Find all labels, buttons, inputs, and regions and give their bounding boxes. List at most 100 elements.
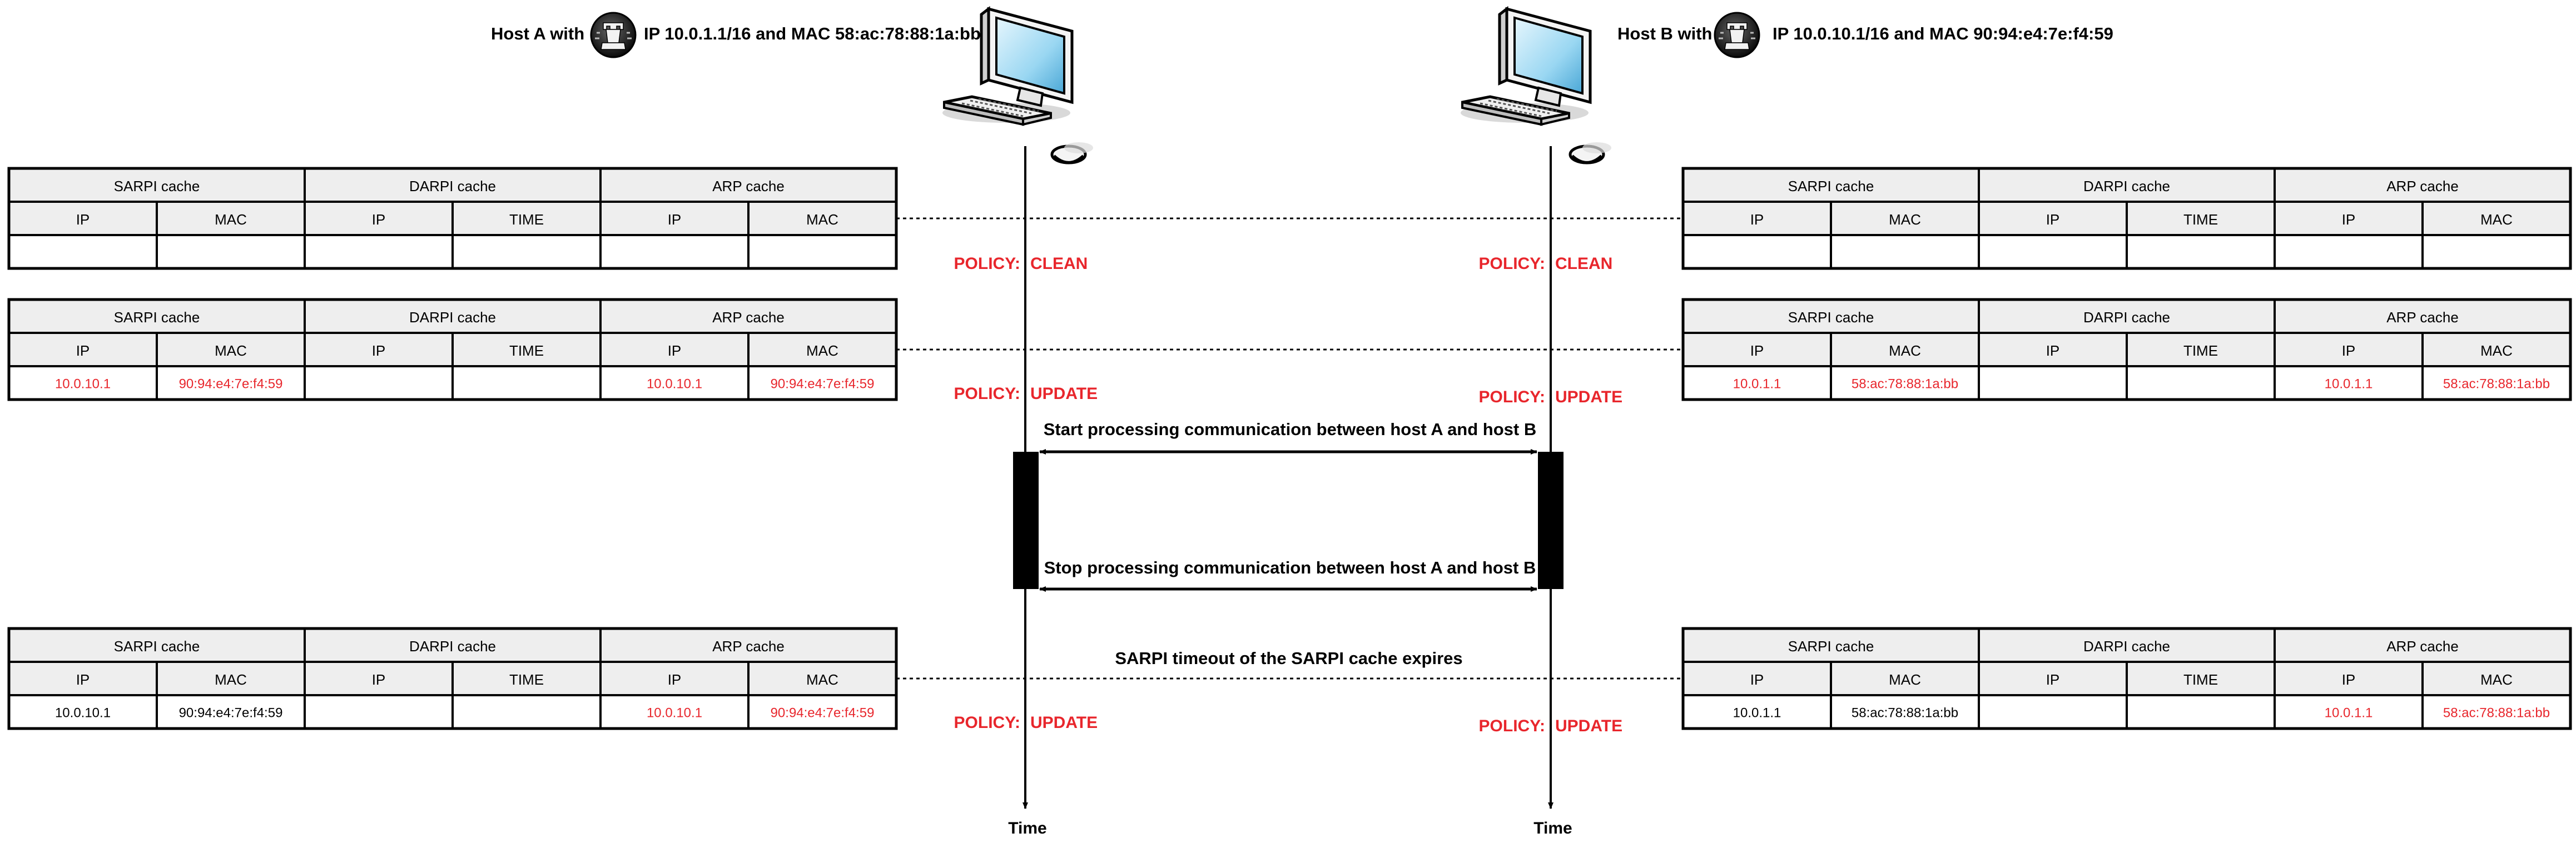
column-header-label: IP <box>76 342 90 359</box>
column-header-label: IP <box>668 211 682 228</box>
host-a-policy-3: POLICY: UPDATE <box>954 714 1098 732</box>
policy-value: UPDATE <box>1030 714 1098 732</box>
column-header-label: MAC <box>1889 211 1921 228</box>
host-a-label-suffix: IP 10.0.1.1/16 and MAC 58:ac:78:88:1a:bb <box>644 24 981 43</box>
policy-value: CLEAN <box>1555 255 1612 273</box>
policy-label: POLICY: <box>1479 255 1545 273</box>
cell-value: 58:ac:78:88:1a:bb <box>1852 377 1958 392</box>
column-header-label: IP <box>2342 211 2356 228</box>
policy-label: POLICY: <box>1479 388 1545 406</box>
group-header-label: ARP cache <box>712 638 785 655</box>
policy-label: POLICY: <box>1479 717 1545 735</box>
column-header-label: MAC <box>215 342 247 359</box>
group-header-label: ARP cache <box>712 309 785 326</box>
column-header-label: IP <box>1750 671 1764 688</box>
table-border <box>1681 627 2572 730</box>
group-header-label: DARPI cache <box>409 178 496 194</box>
column-header-label: MAC <box>2480 211 2513 228</box>
column-header-label: MAC <box>215 211 247 228</box>
column-header-label: IP <box>76 671 90 688</box>
column-header-label: TIME <box>2183 342 2218 359</box>
host-b-time-label: Time <box>1533 819 1572 837</box>
column-header-label: MAC <box>2480 671 2513 688</box>
host-a-label-prefix: Host A with <box>491 24 584 43</box>
cell-value: 10.0.1.1 <box>1733 377 1781 392</box>
column-header-label: IP <box>2342 671 2356 688</box>
host-b-rook-badge-icon <box>1714 12 1760 58</box>
sarpi-timeout-label: SARPI timeout of the SARPI cache expires <box>1115 649 1462 668</box>
cell-value: 90:94:e4:7e:f4:59 <box>179 377 283 392</box>
policy-value: UPDATE <box>1555 717 1622 735</box>
column-header-label: IP <box>2046 342 2060 359</box>
host-b-policy-1: POLICY: CLEAN <box>1479 255 1613 273</box>
column-header-label: IP <box>372 671 386 688</box>
policy-label: POLICY: <box>954 255 1020 273</box>
column-header-label: MAC <box>806 671 838 688</box>
group-header-label: SARPI cache <box>1788 178 1874 194</box>
column-header-label: TIME <box>509 211 544 228</box>
host-a-activation-bar <box>1013 452 1039 589</box>
column-header-label: IP <box>372 342 386 359</box>
cell-value: 10.0.1.1 <box>1733 706 1781 721</box>
column-header-label: IP <box>2046 671 2060 688</box>
group-header-label: SARPI cache <box>1788 638 1874 655</box>
column-header-label: IP <box>1750 211 1764 228</box>
column-header-label: IP <box>372 211 386 228</box>
column-header-label: MAC <box>1889 342 1921 359</box>
column-header-label: MAC <box>2480 342 2513 359</box>
start-communication-label: Start processing communication between h… <box>1044 420 1536 439</box>
group-header-label: SARPI cache <box>114 638 200 655</box>
column-header-label: TIME <box>2183 671 2218 688</box>
column-header-label: MAC <box>806 211 838 228</box>
cell-value: 58:ac:78:88:1a:bb <box>2443 706 2550 721</box>
cell-value: 58:ac:78:88:1a:bb <box>2443 377 2550 392</box>
policy-value: UPDATE <box>1555 388 1622 406</box>
column-header-label: IP <box>1750 342 1764 359</box>
host-b-activation-bar <box>1538 452 1564 589</box>
cell-value: 90:94:e4:7e:f4:59 <box>771 377 875 392</box>
host-a-time-label: Time <box>1008 819 1046 837</box>
policy-label: POLICY: <box>954 714 1020 732</box>
table-border <box>1681 167 2572 270</box>
cell-value: 90:94:e4:7e:f4:59 <box>179 706 283 721</box>
group-header-label: ARP cache <box>712 178 785 194</box>
column-header-label: TIME <box>509 342 544 359</box>
policy-label: POLICY: <box>954 385 1020 403</box>
host-b-policy-3: POLICY: UPDATE <box>1479 717 1623 735</box>
stop-communication-label: Stop processing communication between ho… <box>1044 558 1536 577</box>
group-header-label: DARPI cache <box>409 309 496 326</box>
group-header-label: SARPI cache <box>114 178 200 194</box>
column-header-label: IP <box>668 671 682 688</box>
column-header-label: IP <box>2342 342 2356 359</box>
group-header-label: DARPI cache <box>2083 178 2170 194</box>
column-header-label: IP <box>668 342 682 359</box>
group-header-label: SARPI cache <box>114 309 200 326</box>
policy-value: CLEAN <box>1030 255 1088 273</box>
policy-value: UPDATE <box>1030 385 1098 403</box>
table-border <box>1681 298 2572 401</box>
group-header-label: ARP cache <box>2386 178 2459 194</box>
host-a-policy-1: POLICY: CLEAN <box>954 255 1088 273</box>
cell-value: 10.0.10.1 <box>647 706 702 721</box>
host-b-label-suffix: IP 10.0.10.1/16 and MAC 90:94:e4:7e:f4:5… <box>1773 24 2113 43</box>
cell-value: 10.0.10.1 <box>647 377 702 392</box>
host-b-label-prefix: Host B with <box>1617 24 1713 43</box>
cell-value: 10.0.1.1 <box>2325 377 2373 392</box>
cell-value: 10.0.10.1 <box>55 706 111 721</box>
host-b-policy-2: POLICY: UPDATE <box>1479 388 1623 406</box>
cell-value: 58:ac:78:88:1a:bb <box>1852 706 1958 721</box>
group-header-label: DARPI cache <box>409 638 496 655</box>
cell-value: 10.0.10.1 <box>55 377 111 392</box>
column-header-label: MAC <box>806 342 838 359</box>
group-header-label: ARP cache <box>2386 638 2459 655</box>
column-header-label: MAC <box>215 671 247 688</box>
host-b-desktop-computer-icon <box>1461 9 1611 163</box>
column-header-label: MAC <box>1889 671 1921 688</box>
host-a-policy-2: POLICY: UPDATE <box>954 385 1098 403</box>
